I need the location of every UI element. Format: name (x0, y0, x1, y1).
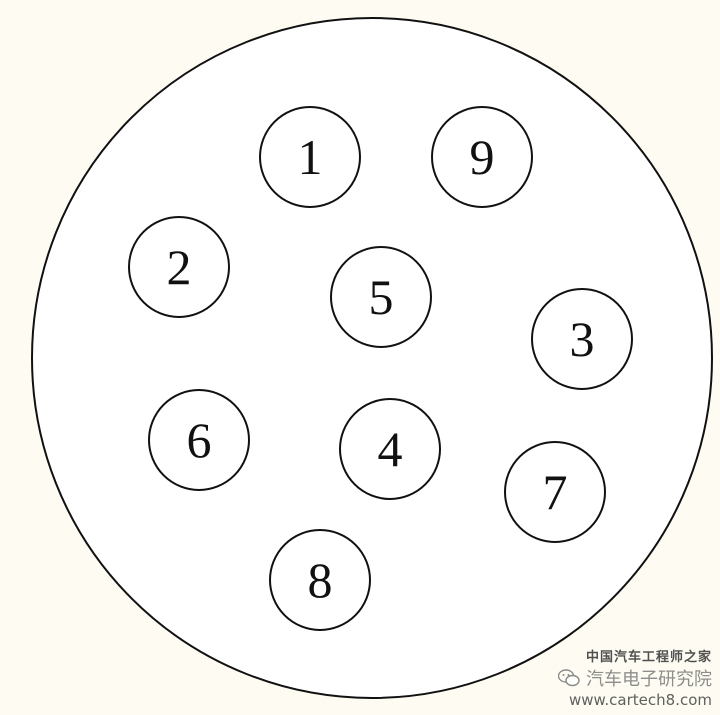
pin-circle (339, 398, 441, 500)
pin-circle (504, 441, 606, 543)
watermark-name: 汽车电子研究院 (586, 669, 712, 690)
pin-7: 7 (504, 441, 606, 543)
pin-label: 2 (167, 239, 192, 295)
pin-4: 4 (339, 398, 441, 500)
pin-circle (531, 288, 633, 390)
pin-label: 5 (369, 269, 394, 325)
pin-circle (259, 106, 361, 208)
pin-label: 9 (470, 129, 495, 185)
pin-circle (269, 529, 371, 631)
pin-label: 7 (543, 464, 568, 520)
watermark: 中国汽车工程师之家 汽车电子研究院 www.cartech8.com (558, 646, 712, 709)
pin-label: 1 (298, 129, 323, 185)
pin-circle (148, 389, 250, 491)
pin-6: 6 (148, 389, 250, 491)
pin-circle (128, 216, 230, 318)
pin-circle (330, 246, 432, 348)
pin-circle (431, 106, 533, 208)
pin-label: 8 (308, 552, 333, 608)
watermark-url: www.cartech8.com (568, 691, 712, 709)
pin-label: 6 (187, 412, 212, 468)
pin-1: 1 (259, 106, 361, 208)
pin-9: 9 (431, 106, 533, 208)
pin-3: 3 (531, 288, 633, 390)
pin-2: 2 (128, 216, 230, 318)
pin-label: 3 (570, 311, 595, 367)
pin-8: 8 (269, 529, 371, 631)
pin-label: 4 (378, 421, 403, 477)
wechat-icon (558, 669, 580, 687)
watermark-title: 中国汽车工程师之家 (585, 650, 712, 665)
pin-5: 5 (330, 246, 432, 348)
pin-group: 1 9 2 5 3 6 4 7 8 (128, 106, 633, 631)
